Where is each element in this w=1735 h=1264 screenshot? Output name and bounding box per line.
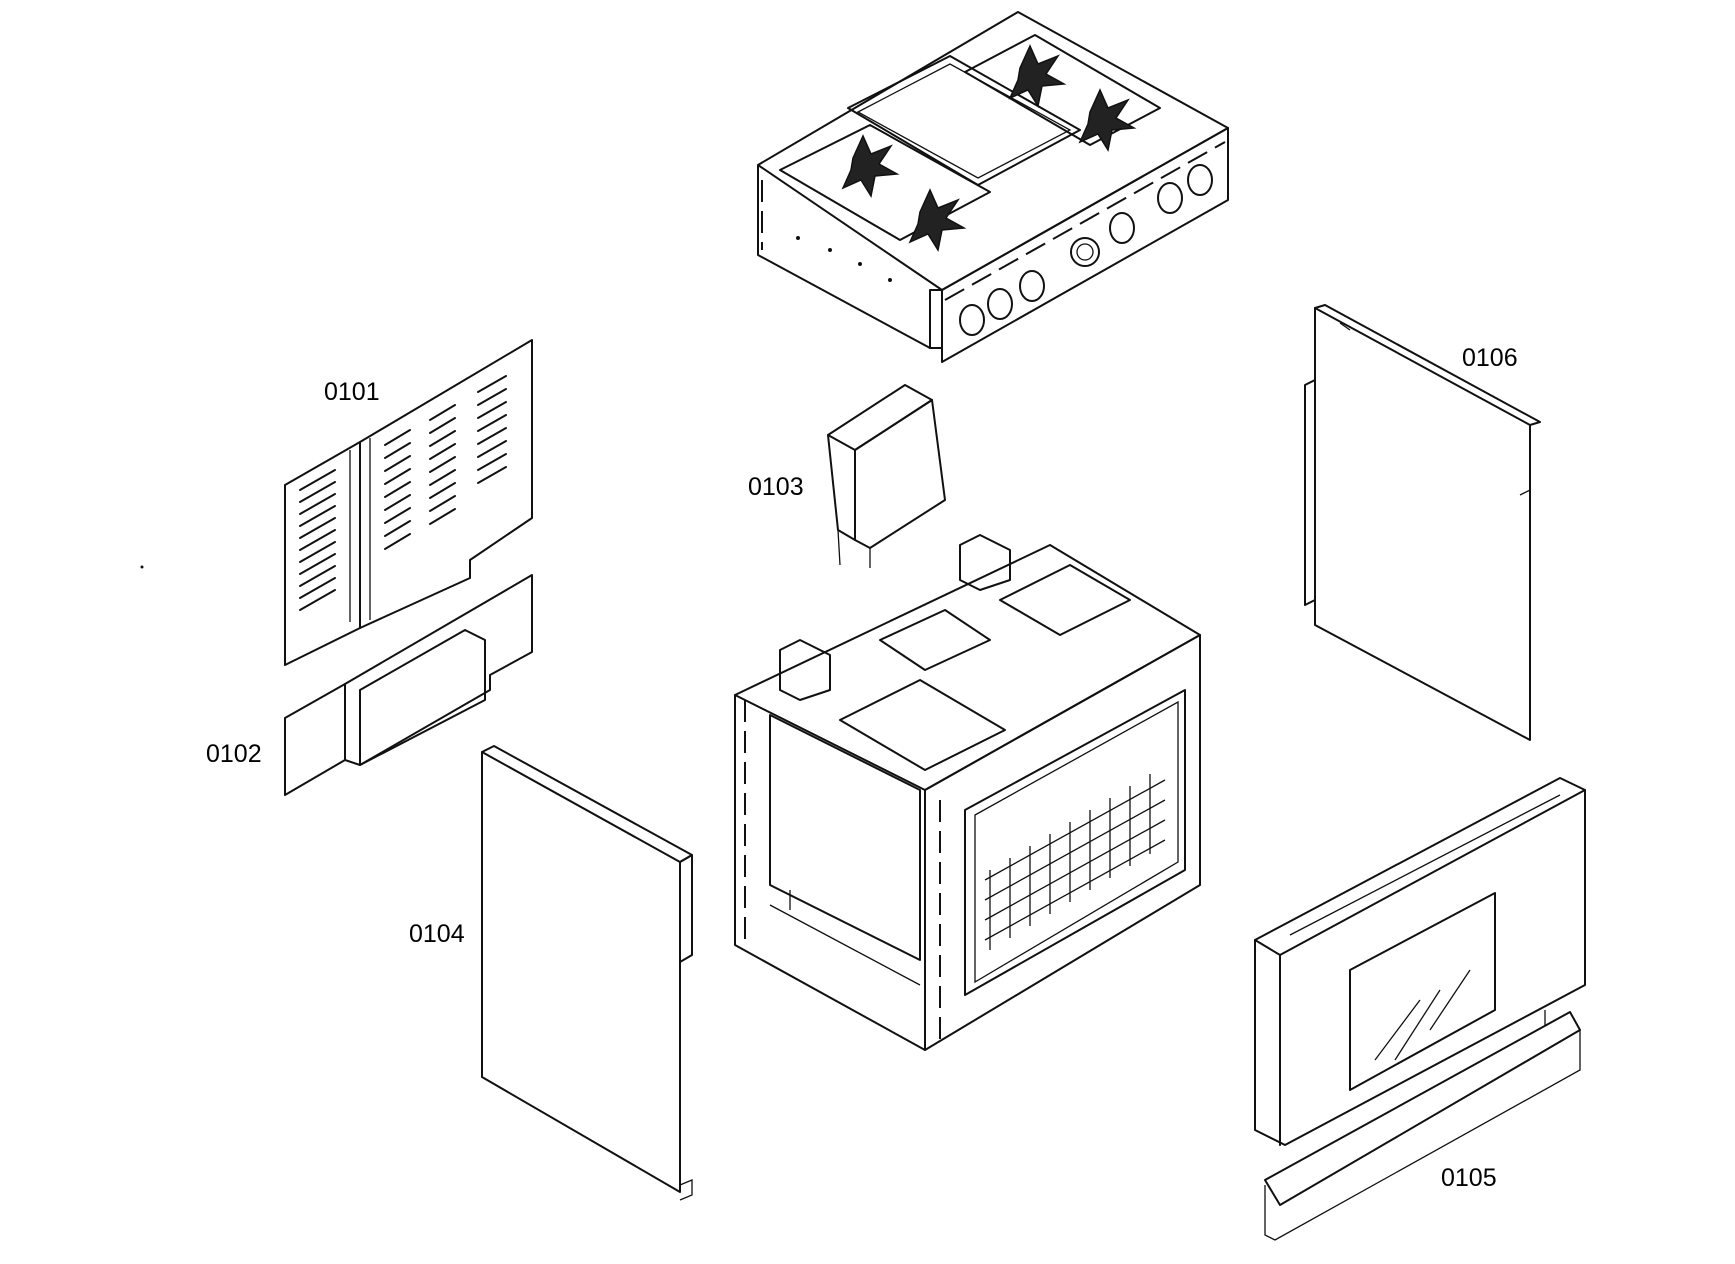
part-label-0106: 0106	[1462, 344, 1518, 372]
part-label-0105: 0105	[1441, 1164, 1497, 1192]
cooktop-assembly	[757, 11, 1229, 363]
part-0106-drawing	[1304, 304, 1541, 741]
oven-body	[734, 534, 1201, 1051]
part-0102-drawing	[284, 574, 533, 796]
part-0105-drawing	[1254, 777, 1586, 1241]
part-0104-drawing	[481, 745, 693, 1201]
part-label-0104: 0104	[409, 920, 465, 948]
part-label-0102: 0102	[206, 740, 262, 768]
part-0101-drawing	[284, 339, 533, 666]
part-0103-drawing	[827, 384, 946, 568]
part-label-0101: 0101	[324, 378, 380, 406]
part-label-0103: 0103	[748, 473, 804, 501]
